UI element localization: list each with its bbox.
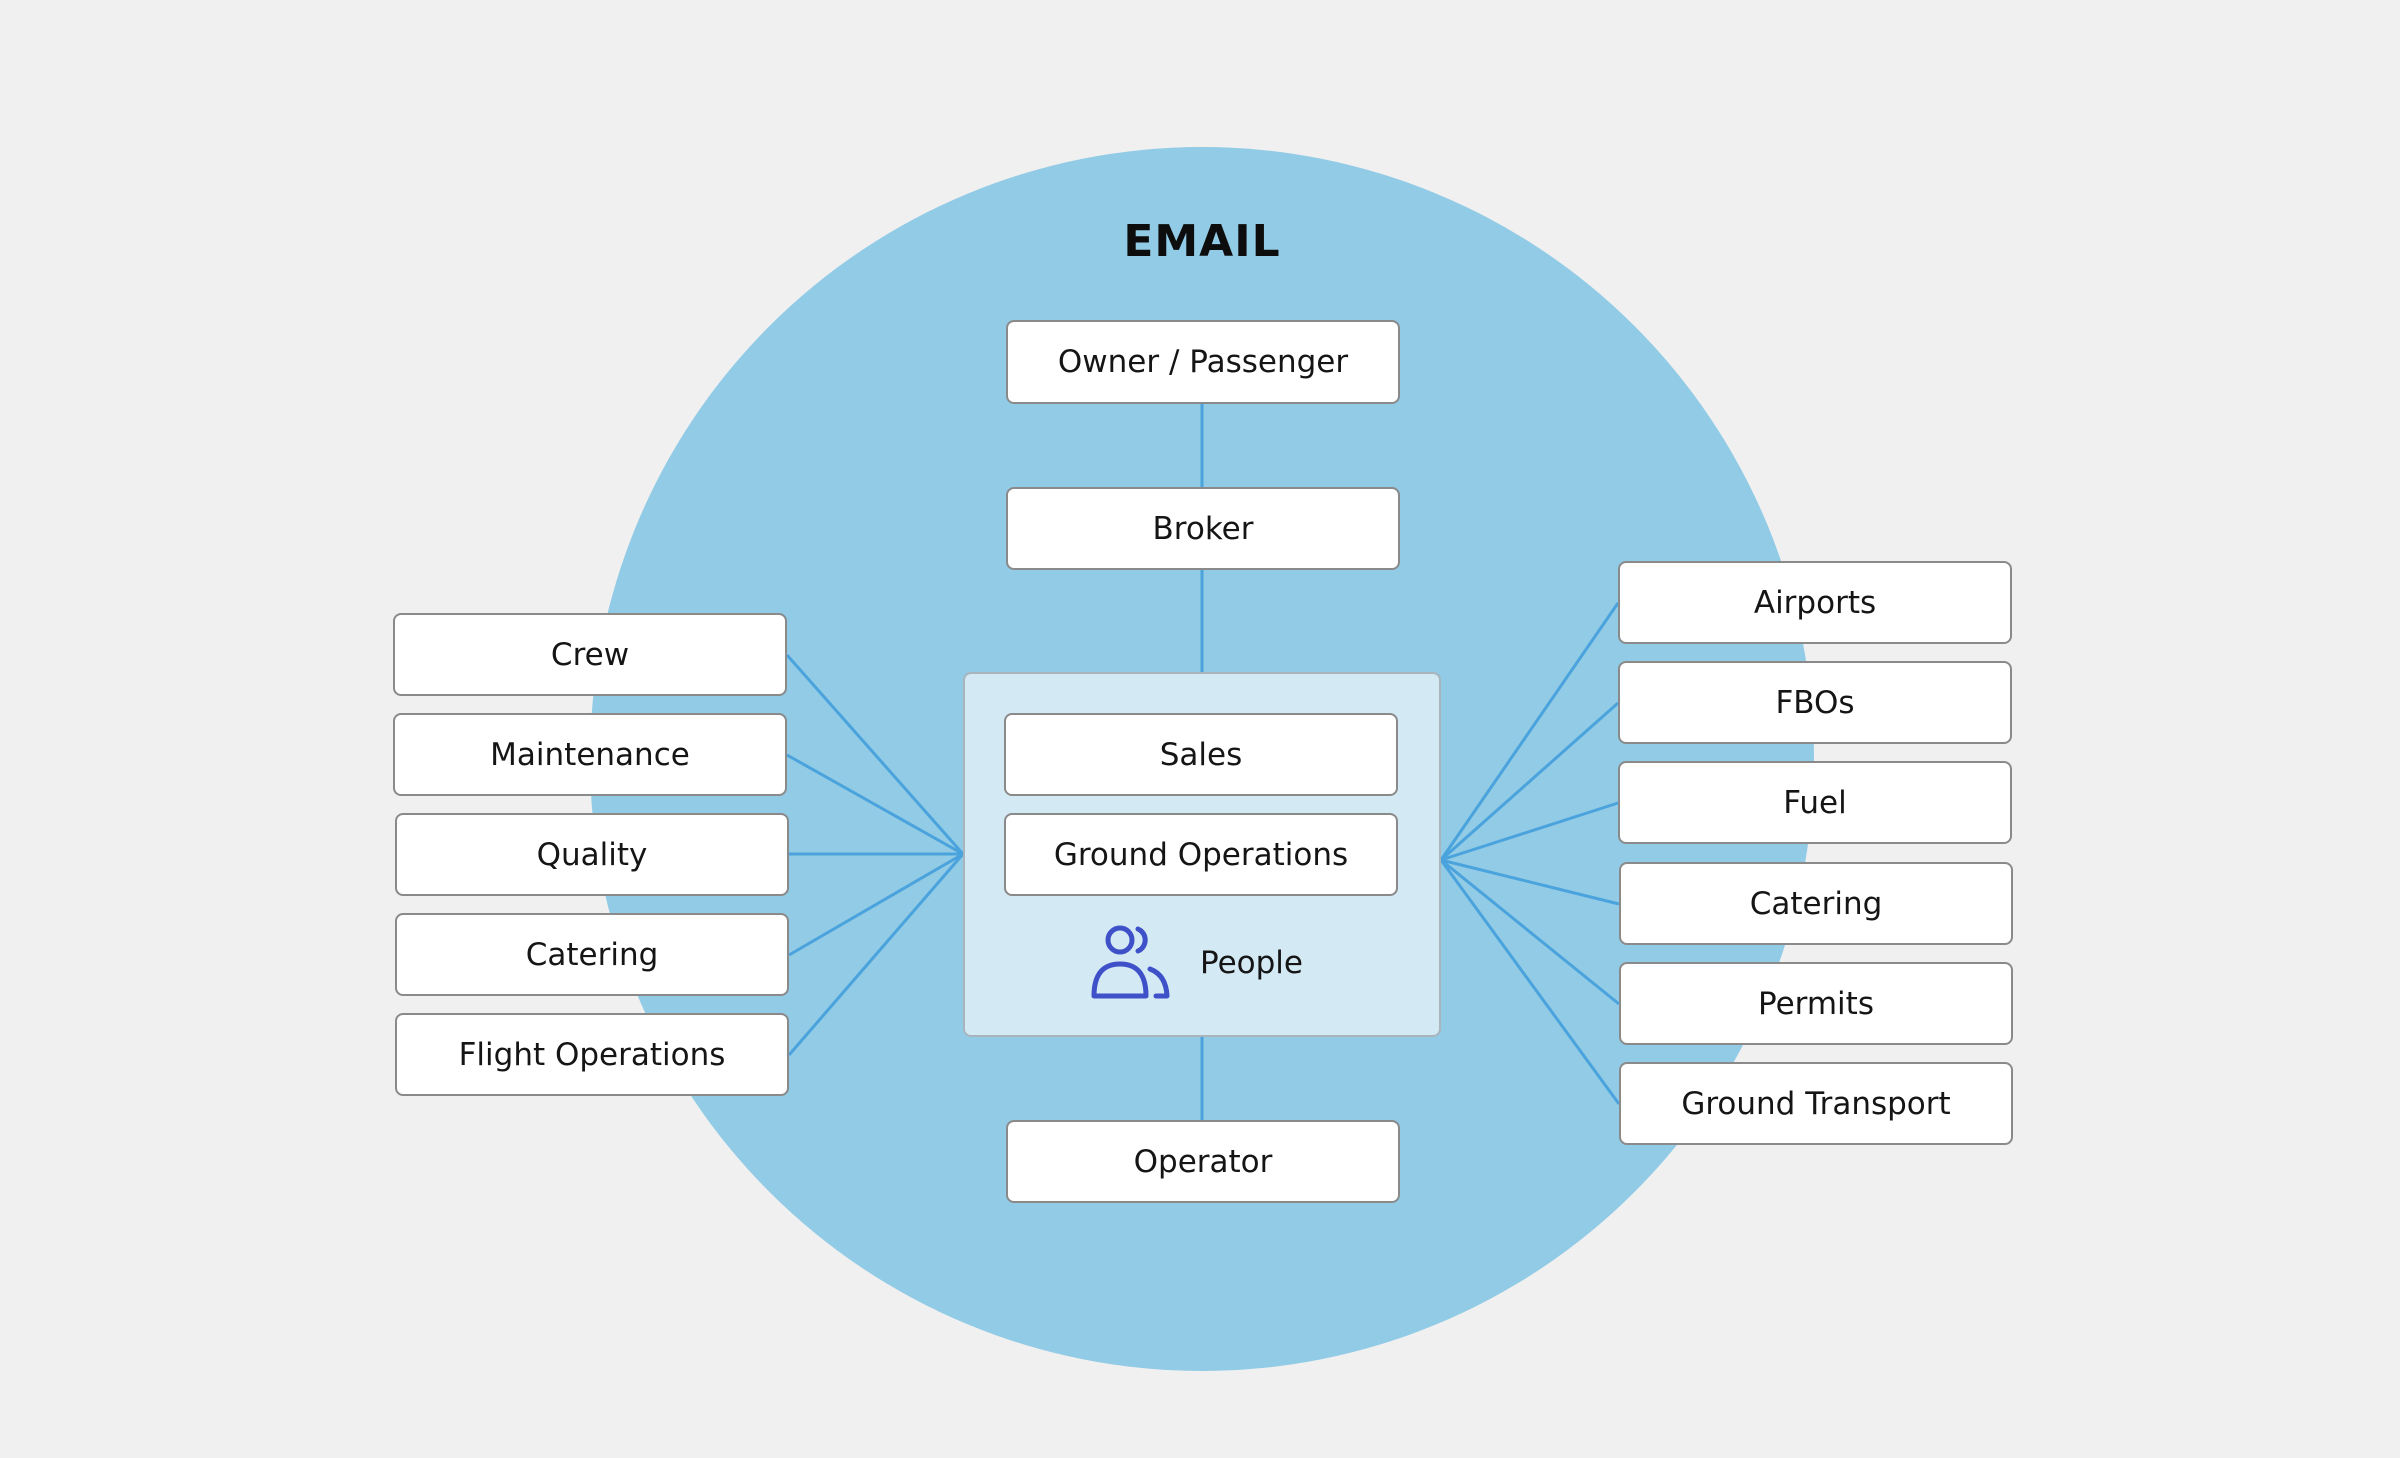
node-crew: Crew <box>393 613 787 696</box>
node-operator: Operator <box>1006 1120 1400 1203</box>
node-fbos: FBOs <box>1618 661 2012 744</box>
connector-crew <box>785 654 965 855</box>
node-ground-transport: Ground Transport <box>1619 1062 2013 1145</box>
node-airports: Airports <box>1618 561 2012 644</box>
people-label: People <box>1200 945 1303 981</box>
node-permits: Permits <box>1619 962 2013 1045</box>
node-maintenance: Maintenance <box>393 713 787 796</box>
node-owner-passenger: Owner / Passenger <box>1006 320 1400 404</box>
node-sales: Sales <box>1004 713 1398 796</box>
connector-permits <box>1440 858 1620 1006</box>
connector-fuel <box>1440 801 1619 862</box>
node-broker: Broker <box>1006 487 1400 570</box>
node-flight-operations: Flight Operations <box>395 1013 789 1096</box>
connector-catering-left <box>788 852 964 957</box>
connector-maintenance <box>786 753 964 856</box>
node-ground-operations: Ground Operations <box>1004 813 1398 896</box>
people-row: People <box>1090 922 1350 1004</box>
connector-flight-operations <box>787 853 965 1056</box>
connector-airports <box>1439 602 1620 861</box>
node-fuel: Fuel <box>1618 761 2012 844</box>
connector-catering-right <box>1440 858 1620 906</box>
node-quality: Quality <box>395 813 789 896</box>
node-catering-left: Catering <box>395 913 789 996</box>
people-icon <box>1091 925 1170 999</box>
connector-ground-transport <box>1439 859 1621 1105</box>
connector-fbos <box>1440 701 1619 862</box>
diagram-title: EMAIL <box>1123 216 1281 267</box>
node-catering-right: Catering <box>1619 862 2013 945</box>
